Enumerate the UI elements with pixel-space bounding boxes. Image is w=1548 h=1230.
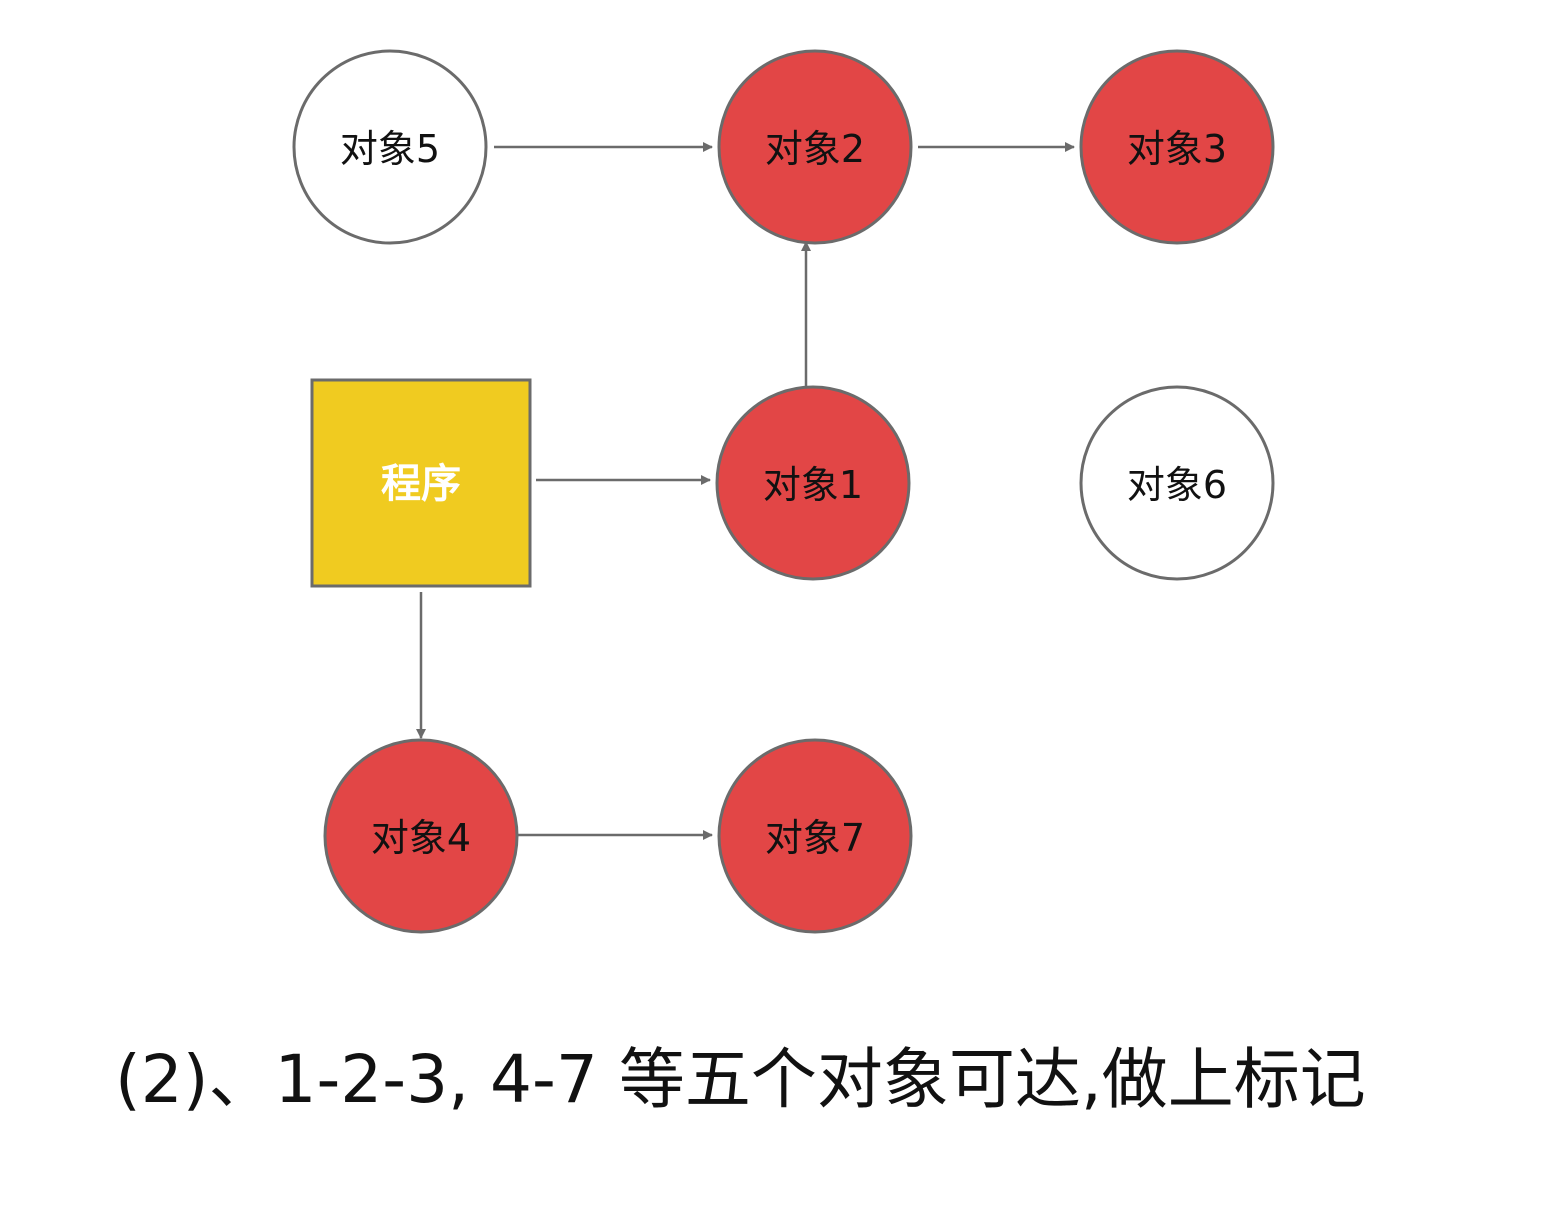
object-node-3: 对象3 xyxy=(1079,49,1275,245)
program-label: 程序 xyxy=(381,461,461,507)
object-node-6: 对象6 xyxy=(1079,385,1275,581)
object-label-3: 对象3 xyxy=(1127,127,1227,171)
object-label-7: 对象7 xyxy=(765,816,865,860)
diagram-caption: (2)、1-2-3, 4-7 等五个对象可达,做上标记 xyxy=(115,1041,1366,1118)
object-label-1: 对象1 xyxy=(763,463,863,507)
object-label-4: 对象4 xyxy=(371,816,471,860)
object-label-5: 对象5 xyxy=(340,127,440,171)
object-node-1: 对象1 xyxy=(715,385,911,581)
program-node: 程序 xyxy=(310,378,532,588)
object-node-4: 对象4 xyxy=(323,738,519,934)
object-label-6: 对象6 xyxy=(1127,463,1227,507)
object-node-2: 对象2 xyxy=(717,49,913,245)
object-label-2: 对象2 xyxy=(765,127,865,171)
object-node-7: 对象7 xyxy=(717,738,913,934)
edges xyxy=(416,142,1075,840)
object-node-5: 对象5 xyxy=(292,49,488,245)
